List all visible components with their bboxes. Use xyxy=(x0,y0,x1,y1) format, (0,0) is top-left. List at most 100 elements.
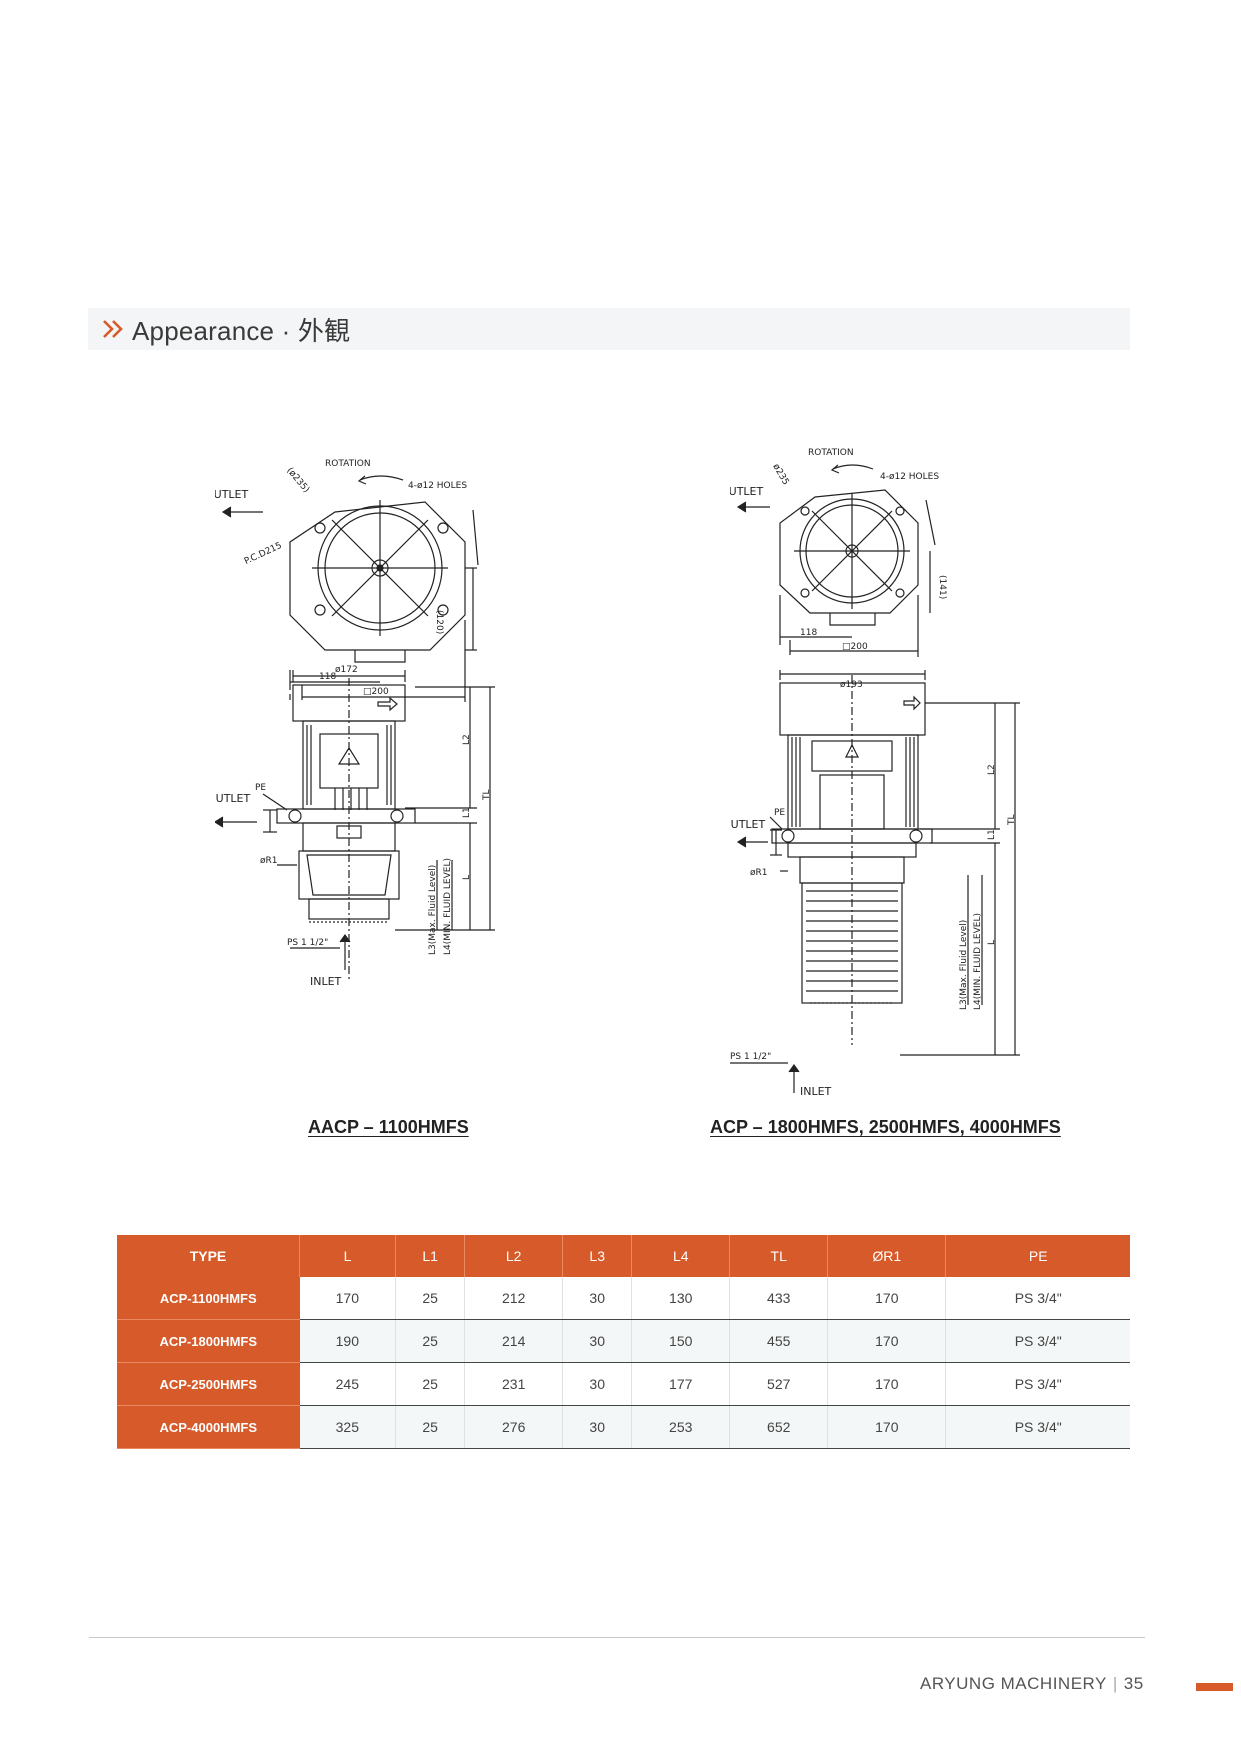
label-dim118: 118 xyxy=(319,672,336,682)
cell-type: ACP-2500HMFS xyxy=(117,1362,300,1406)
label-l2-2: L2 xyxy=(987,764,997,775)
label-dim172: ø172 xyxy=(335,665,358,675)
label-holes-2: 4-ø12 HOLES xyxy=(880,472,939,482)
col-header-l3: L3 xyxy=(562,1235,633,1277)
col-header-pe: PE xyxy=(945,1235,1130,1277)
cell-l1: 25 xyxy=(395,1405,466,1449)
pump-drawing-2: ROTATION 4-ø12 HOLES OUTLET ø235 (141) 1… xyxy=(730,448,1020,1098)
label-outlet-side: OUTLET xyxy=(215,792,251,805)
cell-r1: 170 xyxy=(827,1362,947,1406)
cell-l1: 25 xyxy=(395,1319,466,1363)
cell-tl: 527 xyxy=(729,1362,829,1406)
label-l1-2: L1 xyxy=(987,829,997,840)
footer-accent-bar xyxy=(1196,1683,1233,1691)
drawing-aacp-1100: ROTATION 4-ø12 HOLES OUTLET (ø235) P.C.D… xyxy=(215,450,565,1100)
cell-r1: 170 xyxy=(827,1319,947,1363)
label-r1-2: øR1 xyxy=(750,868,768,878)
label-inlet: INLET xyxy=(310,975,342,988)
col-header-l4: L4 xyxy=(631,1235,731,1277)
label-l4: L4(MIN. FLUID LEVEL) xyxy=(443,858,453,955)
col-header-tl: TL xyxy=(729,1235,829,1277)
label-pe-2: PE xyxy=(774,808,785,818)
cell-l4: 130 xyxy=(631,1277,731,1320)
label-ps: PS 1 1/2" xyxy=(287,938,328,948)
label-tl: TL xyxy=(482,789,492,801)
col-header-type: TYPE xyxy=(117,1235,300,1277)
cell-l: 245 xyxy=(299,1362,397,1406)
cell-l4: 150 xyxy=(631,1319,731,1363)
section-title: Appearance · 外観 xyxy=(132,315,351,346)
cell-pe: PS 3/4" xyxy=(945,1362,1130,1406)
table-row: ACP-4000HMFS 325 25 276 30 253 652 170 P… xyxy=(117,1405,1130,1449)
cell-l3: 30 xyxy=(562,1277,633,1320)
label-outlet-top: OUTLET xyxy=(215,488,249,501)
label-d200: □200 xyxy=(363,687,389,697)
cell-pe: PS 3/4" xyxy=(945,1319,1130,1363)
label-holes: 4-ø12 HOLES xyxy=(408,481,467,491)
col-header-r1: ØR1 xyxy=(827,1235,947,1277)
cell-l: 190 xyxy=(299,1319,397,1363)
cell-r1: 170 xyxy=(827,1405,947,1449)
cell-l2: 212 xyxy=(464,1277,564,1320)
label-dim193: ø193 xyxy=(840,680,863,690)
label-d235-2: ø235 xyxy=(770,462,790,487)
col-header-l1: L1 xyxy=(395,1235,466,1277)
spec-table: TYPE L L1 L2 L3 L4 TL ØR1 PE ACP-1100HMF… xyxy=(117,1235,1130,1449)
cell-tl: 455 xyxy=(729,1319,829,1363)
label-inlet-2: INLET xyxy=(800,1085,832,1098)
double-chevron-right-icon xyxy=(102,319,124,339)
caption-drawing-2: ACP – 1800HMFS, 2500HMFS, 4000HMFS xyxy=(710,1117,1061,1137)
cell-pe: PS 3/4" xyxy=(945,1405,1130,1449)
label-l: L xyxy=(462,875,472,880)
label-dim141: (141) xyxy=(937,575,947,599)
caption-drawing-1: AACP – 1100HMFS xyxy=(308,1117,469,1137)
section-header: Appearance · 外観 xyxy=(88,308,1130,350)
cell-l3: 30 xyxy=(562,1362,633,1406)
cell-type: ACP-4000HMFS xyxy=(117,1405,300,1449)
drawing-acp-1800-4000: ROTATION 4-ø12 HOLES OUTLET ø235 (141) 1… xyxy=(730,445,1050,1110)
label-rotation: ROTATION xyxy=(325,459,371,469)
label-rotation-2: ROTATION xyxy=(808,448,854,458)
label-l3: L3(Max. Fluid Level) xyxy=(428,865,438,955)
label-d200-2: □200 xyxy=(842,642,868,652)
label-pe: PE xyxy=(255,783,266,793)
label-tl-2: TL xyxy=(1007,814,1017,826)
cell-r1: 170 xyxy=(827,1277,947,1320)
cell-pe: PS 3/4" xyxy=(945,1277,1130,1320)
label-l1: L1 xyxy=(462,807,472,818)
cell-l: 170 xyxy=(299,1277,397,1320)
cell-tl: 652 xyxy=(729,1405,829,1449)
label-dim118-2: 118 xyxy=(800,628,817,638)
cell-l1: 25 xyxy=(395,1277,466,1320)
col-header-l: L xyxy=(299,1235,397,1277)
label-l2: L2 xyxy=(462,734,472,745)
cell-l3: 30 xyxy=(562,1319,633,1363)
label-ps-2: PS 1 1/2" xyxy=(730,1052,771,1062)
label-l4-2: L4(MIN. FLUID LEVEL) xyxy=(973,913,983,1010)
cell-l: 325 xyxy=(299,1405,397,1449)
label-outlet-top-2: OUTLET xyxy=(730,485,764,498)
label-outlet-side-2: OUTLET xyxy=(730,818,766,831)
footer-divider xyxy=(89,1637,1145,1638)
label-l-2: L xyxy=(987,940,997,945)
table-header-row: TYPE L L1 L2 L3 L4 TL ØR1 PE xyxy=(117,1235,1130,1277)
label-dim120: (120) xyxy=(434,610,444,634)
footer: ARYUNG MACHINERY | 35 xyxy=(920,1674,1144,1694)
cell-l3: 30 xyxy=(562,1405,633,1449)
cell-tl: 433 xyxy=(729,1277,829,1320)
cell-l2: 231 xyxy=(464,1362,564,1406)
table-row: ACP-2500HMFS 245 25 231 30 177 527 170 P… xyxy=(117,1362,1130,1406)
label-pcd215: P.C.D215 xyxy=(243,541,284,567)
label-l3-2: L3(Max. Fluid Level) xyxy=(959,920,969,1010)
pump-drawing-1: ROTATION 4-ø12 HOLES OUTLET (ø235) P.C.D… xyxy=(215,459,495,988)
cell-l4: 253 xyxy=(631,1405,731,1449)
cell-type: ACP-1100HMFS xyxy=(117,1277,300,1320)
page-number: 35 xyxy=(1123,1674,1144,1693)
label-d235: (ø235) xyxy=(284,466,311,495)
footer-brand: ARYUNG MACHINERY xyxy=(920,1674,1107,1693)
cell-l4: 177 xyxy=(631,1362,731,1406)
footer-separator: | xyxy=(1112,1674,1118,1693)
col-header-l2: L2 xyxy=(464,1235,564,1277)
cell-l2: 276 xyxy=(464,1405,564,1449)
cell-l2: 214 xyxy=(464,1319,564,1363)
